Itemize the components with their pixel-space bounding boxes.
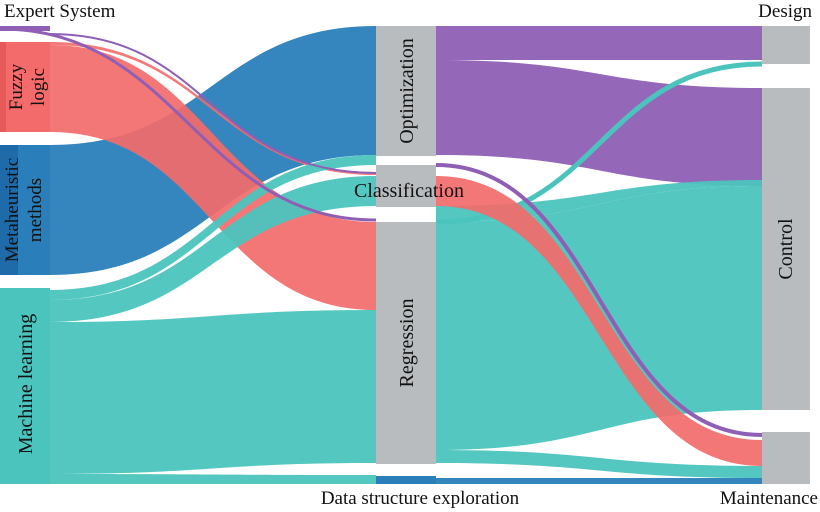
label-meta-line2: methods bbox=[25, 178, 46, 242]
node-regression bbox=[376, 222, 436, 464]
link-fuzzy-maintenance bbox=[436, 176, 762, 466]
node-meta-dark bbox=[0, 145, 18, 275]
link-fuzzy-regression bbox=[50, 45, 376, 310]
label-design: Design bbox=[758, 1, 812, 22]
node-fuzzy-dark bbox=[0, 42, 6, 132]
label-maintenance: Maintenance bbox=[720, 488, 818, 509]
link-ml-classification-a bbox=[50, 155, 376, 300]
link-expert-maintenance bbox=[435, 163, 763, 437]
label-classification: Classification bbox=[354, 180, 464, 202]
label-meta-line1: Metaheuristic bbox=[2, 158, 23, 262]
link-fuzzy-classification bbox=[50, 42, 376, 175]
link-regression-maintenance bbox=[436, 450, 762, 478]
link-optimization-design bbox=[436, 26, 762, 60]
label-dse: Data structure exploration bbox=[321, 488, 520, 509]
link-expert-regression-b bbox=[49, 33, 377, 174]
node-fuzzy bbox=[0, 42, 50, 132]
node-classification bbox=[376, 165, 436, 207]
label-fuzzy-line2: logic bbox=[28, 68, 49, 106]
node-maintenance bbox=[762, 432, 810, 484]
label-machine-learning: Machine learning bbox=[15, 314, 37, 455]
node-control bbox=[762, 88, 810, 410]
link-ml-dse bbox=[50, 474, 376, 484]
link-optimization-control bbox=[436, 60, 762, 186]
node-ml bbox=[0, 288, 50, 484]
label-control: Control bbox=[775, 218, 797, 280]
label-optimization: Optimization bbox=[396, 38, 418, 144]
node-expert bbox=[0, 26, 50, 31]
link-expert-regression bbox=[0, 27, 377, 222]
link-ml-classification-b bbox=[50, 176, 376, 322]
node-design bbox=[762, 26, 810, 64]
node-dse bbox=[376, 476, 436, 484]
link-ml-regression bbox=[50, 310, 376, 474]
label-fuzzy-line1: Fuzzy bbox=[6, 63, 27, 110]
label-regression: Regression bbox=[396, 299, 418, 388]
link-dse-maintenance bbox=[436, 478, 762, 484]
label-expert-system: Expert System bbox=[4, 1, 116, 22]
node-optimization bbox=[376, 26, 436, 156]
